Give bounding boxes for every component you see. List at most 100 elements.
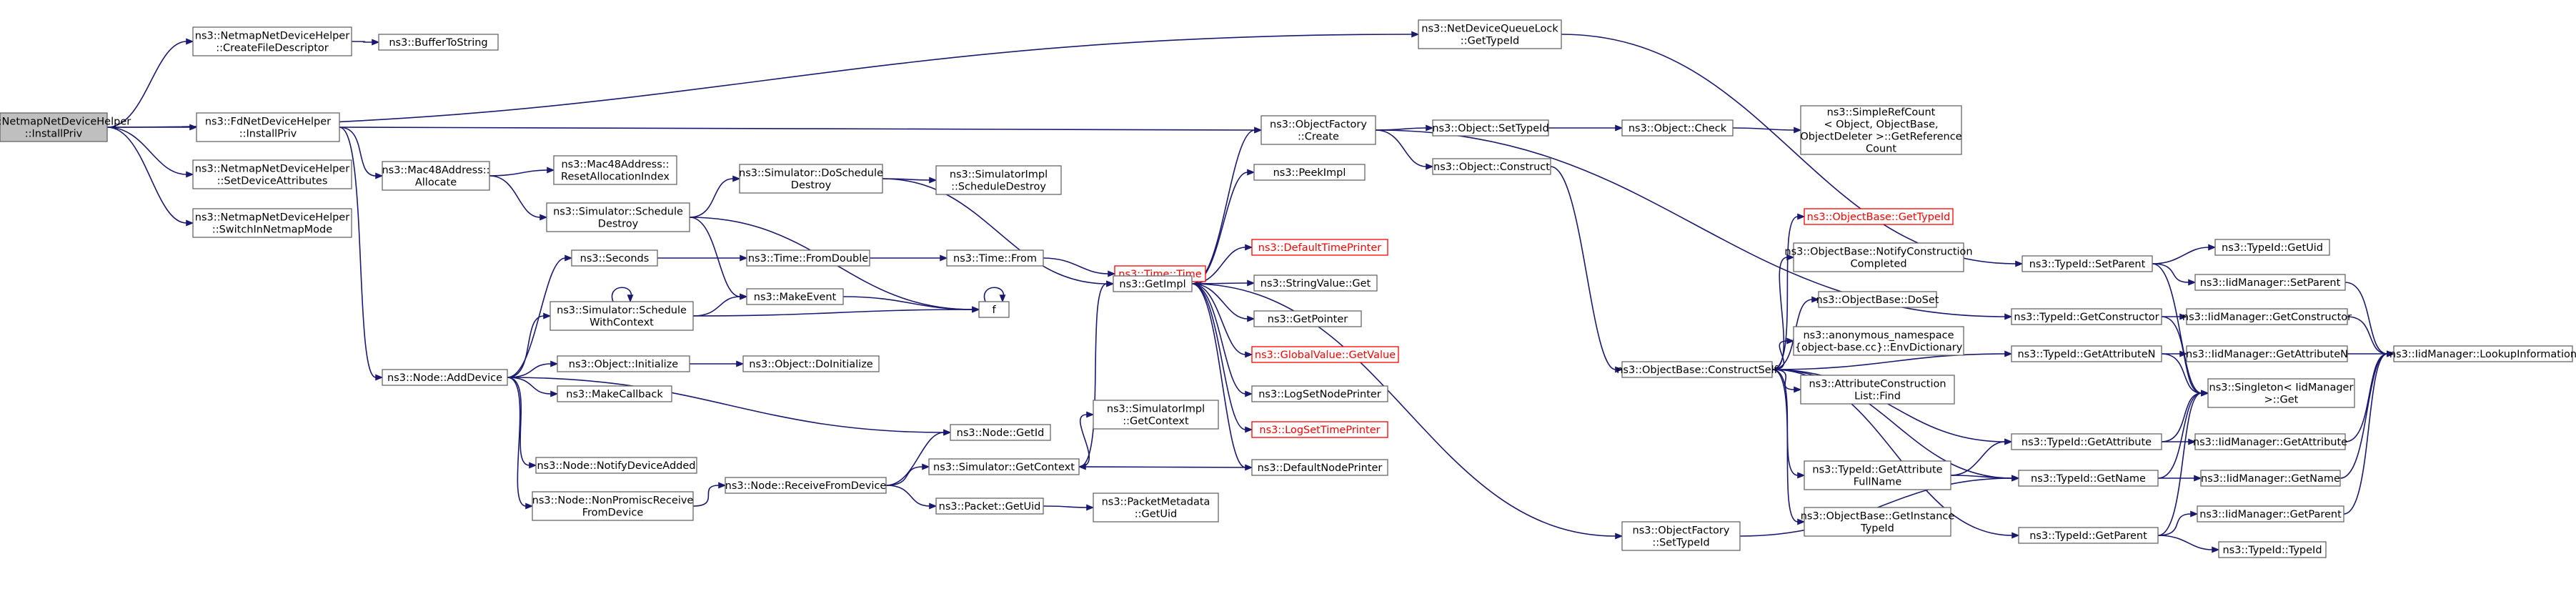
node-obConstructSelf[interactable]: ns3::ObjectBase::ConstructSelf <box>1616 361 1779 378</box>
node-label: ::SwitchInNetmapMode <box>212 224 332 236</box>
node-tidGetAttr[interactable]: ns3::TypeId::GetAttribute <box>2011 433 2162 450</box>
node-objCheck[interactable]: ns3::Object::Check <box>1621 119 1734 137</box>
edge-tidSetParent-to-tidGetUid <box>2152 247 2209 264</box>
edge-arrowhead <box>2212 546 2220 553</box>
node-singletonGet[interactable]: ns3::Singleton< IidManager>::Get <box>2207 378 2355 408</box>
node-simGetCtx[interactable]: ns3::Simulator::GetContext <box>928 458 1080 475</box>
node-objSetTypeId[interactable]: ns3::Object::SetTypeId <box>1432 119 1549 137</box>
node-defTimePrinter[interactable]: ns3::DefaultTimePrinter <box>1251 239 1388 256</box>
node-obDoSet[interactable]: ns3::ObjectBase::DoSet <box>1816 291 1939 308</box>
node-macAlloc[interactable]: ns3::Mac48Address::Allocate <box>382 161 490 191</box>
node-nodeGetId[interactable]: ns3::Node::GetId <box>950 424 1051 441</box>
node-simpleRefCount[interactable]: ns3::SimpleRefCount< Object, ObjectBase,… <box>1800 105 1962 155</box>
node-objConstruct[interactable]: ns3::Object::Construct <box>1432 158 1551 175</box>
node-iidGetParent[interactable]: ns3::IidManager::GetParent <box>2197 505 2344 523</box>
node-addDevice[interactable]: ns3::Node::AddDevice <box>382 369 508 386</box>
node-tidGetUid[interactable]: ns3::TypeId::GetUid <box>2214 239 2330 256</box>
node-obNotify[interactable]: ns3::ObjectBase::NotifyConstructionCompl… <box>1784 242 1973 272</box>
edge-addDevice-to-notifyDevAdded <box>507 377 530 466</box>
node-box <box>746 249 870 267</box>
node-iidGetName[interactable]: ns3::IidManager::GetName <box>2200 470 2341 487</box>
node-createFD[interactable]: ns3::NetmapNetDeviceHelper::CreateFileDe… <box>192 26 352 56</box>
node-tidTypeId[interactable]: ns3::TypeId::TypeId <box>2218 541 2327 558</box>
node-objDoInit[interactable]: ns3::Object::DoInitialize <box>742 355 880 372</box>
node-root[interactable]: ns3::NetmapNetDeviceHelper::InstallPriv <box>0 112 131 142</box>
node-box <box>192 208 352 238</box>
node-setDevAttr[interactable]: ns3::NetmapNetDeviceHelper::SetDeviceAtt… <box>192 159 352 189</box>
node-tidGetConstructor[interactable]: ns3::TypeId::GetConstructor <box>2011 308 2162 325</box>
node-fromDouble[interactable]: ns3::Time::FromDouble <box>746 249 870 267</box>
node-recvFromDev[interactable]: ns3::Node::ReceiveFromDevice <box>725 477 887 494</box>
node-label: ns3::LogSetTimePrinter <box>1259 425 1380 436</box>
node-obGetTypeId[interactable]: ns3::ObjectBase::GetTypeId <box>1804 208 1954 225</box>
node-box <box>1804 460 1951 490</box>
node-globalValGet[interactable]: ns3::GlobalValue::GetValue <box>1251 346 1399 363</box>
node-objInit[interactable]: ns3::Object::Initialize <box>557 355 690 372</box>
node-tidSetParent[interactable]: ns3::TypeId::SetParent <box>2021 255 2153 272</box>
node-iidGetConstructor[interactable]: ns3::IidManager::GetConstructor <box>2182 308 2352 325</box>
node-simImplGetCtx[interactable]: ns3::SimulatorImpl::GetContext <box>1093 400 1219 430</box>
node-getPointer[interactable]: ns3::GetPointer <box>1253 310 1362 327</box>
node-fdInstall[interactable]: ns3::FdNetDeviceHelper::InstallPriv <box>196 112 340 142</box>
node-seconds[interactable]: ns3::Seconds <box>571 249 658 267</box>
node-simSchedDestroy[interactable]: ns3::Simulator::ScheduleDestroy <box>546 202 690 232</box>
edge-arrowhead <box>2208 244 2217 251</box>
node-iidLookup[interactable]: ns3::IidManager::LookupInformation <box>2389 345 2576 362</box>
node-logSetTimePrinter[interactable]: ns3::LogSetTimePrinter <box>1251 421 1388 438</box>
node-box <box>549 301 694 331</box>
node-getImpl[interactable]: ns3::GetImpl <box>1113 275 1193 292</box>
edge-arrowhead <box>1245 390 1253 397</box>
node-timeFrom[interactable]: ns3::Time::From <box>946 249 1044 267</box>
edge-arrowhead <box>1426 163 1434 170</box>
node-peekImpl[interactable]: ns3::PeekImpl <box>1253 164 1366 181</box>
node-notifyDevAdded[interactable]: ns3::Node::NotifyDeviceAdded <box>535 457 697 474</box>
node-pktGetUid[interactable]: ns3::Packet::GetUid <box>935 497 1044 515</box>
node-box <box>2018 527 2159 544</box>
node-tidGetAttrN[interactable]: ns3::TypeId::GetAttributeN <box>2011 345 2162 362</box>
node-tidGetParent[interactable]: ns3::TypeId::GetParent <box>2018 527 2159 544</box>
node-iidGetAttr[interactable]: ns3::IidManager::GetAttribute <box>2193 433 2347 450</box>
node-label: ns3::Packet::GetUid <box>939 501 1041 513</box>
edge-arrowhead <box>2190 510 2199 518</box>
edge-simGetCtx-to-simImplGetCtx <box>1078 414 1090 467</box>
node-switchIn[interactable]: ns3::NetmapNetDeviceHelper::SwitchInNetm… <box>192 208 352 238</box>
node-label: ns3::DefaultTimePrinter <box>1258 242 1381 254</box>
node-strValGet[interactable]: ns3::StringValue::Get <box>1253 274 1378 292</box>
node-objFactSetTypeId[interactable]: ns3::ObjectFactory::SetTypeId <box>1621 521 1741 551</box>
edge-arrowhead <box>1411 31 1420 38</box>
node-makeEvent[interactable]: ns3::MakeEvent <box>746 288 844 305</box>
node-ndqlGetTypeId[interactable]: ns3::NetDeviceQueueLock::GetTypeId <box>1418 19 1562 49</box>
node-label: f <box>992 305 996 316</box>
node-label: FullName <box>1854 477 1902 488</box>
node-simImplSchedDestroy[interactable]: ns3::SimulatorImpl::ScheduleDestroy <box>935 165 1062 195</box>
node-iidSetParent[interactable]: ns3::IidManager::SetParent <box>2194 274 2346 291</box>
node-logSetNodePrinter[interactable]: ns3::LogSetNodePrinter <box>1251 385 1388 402</box>
edge-arrowhead <box>1245 351 1253 358</box>
node-box <box>378 34 499 51</box>
node-label: List::Find <box>1854 391 1901 402</box>
node-label: ns3::SimulatorImpl <box>950 169 1048 181</box>
node-box <box>1621 521 1741 551</box>
node-objFactCreate[interactable]: ns3::ObjectFactory::Create <box>1260 115 1376 145</box>
node-defNodePrinter[interactable]: ns3::DefaultNodePrinter <box>1251 459 1388 476</box>
node-iidGetAttrN[interactable]: ns3::IidManager::GetAttributeN <box>2186 345 2348 362</box>
node-bufToStr[interactable]: ns3::BufferToString <box>378 34 499 51</box>
node-macReset[interactable]: ns3::Mac48Address::ResetAllocationIndex <box>553 155 677 185</box>
node-label: ns3::TypeId::GetUid <box>2222 242 2323 254</box>
edge-nonPromisc-to-recvFromDev <box>692 485 720 507</box>
node-f[interactable]: f <box>978 301 1010 318</box>
node-box <box>928 458 1080 475</box>
node-label: ns3::ObjectBase::DoSet <box>1816 294 1939 306</box>
node-pktMetaGetUid[interactable]: ns3::PacketMetadata::GetUid <box>1093 492 1219 523</box>
node-tidGetName[interactable]: ns3::TypeId::GetName <box>2018 470 2159 487</box>
edge-arrowhead <box>1794 386 1802 393</box>
node-anonEnvDict[interactable]: ns3::anonymous_namespace{object-base.cc}… <box>1793 326 1964 356</box>
node-label: ns3::TypeId::GetParent <box>2029 530 2147 542</box>
node-makeCallback[interactable]: ns3::MakeCallback <box>557 385 672 402</box>
